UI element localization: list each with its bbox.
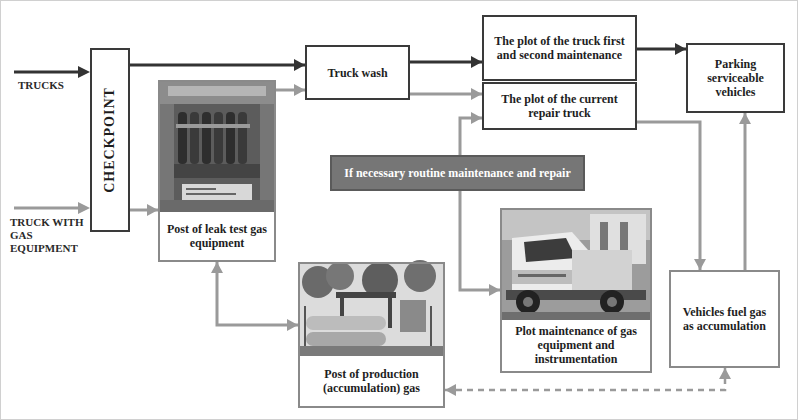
leak-test-post: Post of leak test gas equipment — [158, 80, 276, 262]
arrow-head — [694, 259, 706, 270]
node-text: Vehicles fuel gas as accumulation — [676, 305, 773, 333]
arrow-head — [675, 43, 686, 55]
photo-area — [300, 264, 443, 356]
parking-box: Parking serviceable vehicles — [686, 43, 785, 113]
flow-arrow — [410, 56, 482, 68]
leak-test-photo — [160, 82, 274, 212]
flow-line — [130, 64, 305, 67]
arrow-head — [471, 88, 482, 100]
flow-line — [744, 113, 747, 270]
flow-arrow — [637, 43, 686, 55]
arrow-head — [287, 319, 298, 331]
arrow-head — [471, 56, 482, 68]
photo-area — [502, 210, 650, 320]
flow-arrow — [211, 262, 298, 331]
arrow-head — [471, 112, 482, 124]
node-text: Plot maintenance of gas equipment and in… — [502, 320, 650, 371]
flow-arrow — [130, 204, 158, 216]
maintenance-plot: The plot of the truck first and second m… — [482, 15, 637, 81]
arrow-head — [739, 113, 751, 124]
node-text: CHECKPOINT — [103, 87, 117, 193]
checkpoint-box: CHECKPOINT — [90, 48, 130, 232]
flow-line — [217, 262, 298, 325]
flow-arrow — [739, 113, 751, 270]
flow-arrow — [276, 84, 305, 96]
node-text: Truck wash — [327, 66, 387, 80]
arrow-head — [719, 368, 731, 379]
photo-area — [160, 82, 274, 212]
node-text: The plot of the truck first and second m… — [489, 34, 630, 62]
gas-station-photo — [300, 260, 443, 356]
flow-label: TRUCKS — [18, 79, 88, 92]
truck-wash-box: Truck wash — [305, 45, 410, 100]
arrow-head — [489, 284, 500, 296]
input-arrow — [14, 66, 90, 78]
repair-plot: The plot of the current repair truck — [482, 82, 637, 130]
node-text: If necessary routine maintenance and rep… — [344, 166, 571, 180]
flow-arrow — [637, 122, 706, 270]
node-text: Parking serviceable vehicles — [693, 57, 778, 99]
arrow-head — [294, 59, 305, 71]
gas-production-post: Post of production (accumulation) gas — [298, 262, 445, 408]
arrow-head — [445, 384, 456, 396]
flow-arrow — [410, 88, 482, 100]
input-arrow — [14, 202, 90, 214]
note-band: If necessary routine maintenance and rep… — [330, 155, 585, 191]
flow-arrow — [460, 191, 500, 296]
flow-arrow — [460, 112, 482, 155]
truck-photo — [502, 210, 650, 320]
arrow-head — [294, 84, 305, 96]
flow-label: TRUCK WITH GAS EQUIPMENT — [10, 216, 88, 255]
flow-line — [460, 191, 500, 290]
fuel-gas-box: Vehicles fuel gas as accumulation — [669, 270, 780, 368]
flow-line — [637, 122, 700, 270]
node-text: The plot of the current repair truck — [489, 92, 630, 120]
flow-arrow — [130, 59, 305, 71]
arrow-head — [147, 204, 158, 216]
node-text: Post of leak test gas equipment — [160, 212, 274, 260]
node-text: Post of production (accumulation) gas — [300, 356, 443, 406]
gas-maintenance-plot: Plot maintenance of gas equipment and in… — [500, 208, 652, 373]
arrow-head — [211, 262, 223, 273]
